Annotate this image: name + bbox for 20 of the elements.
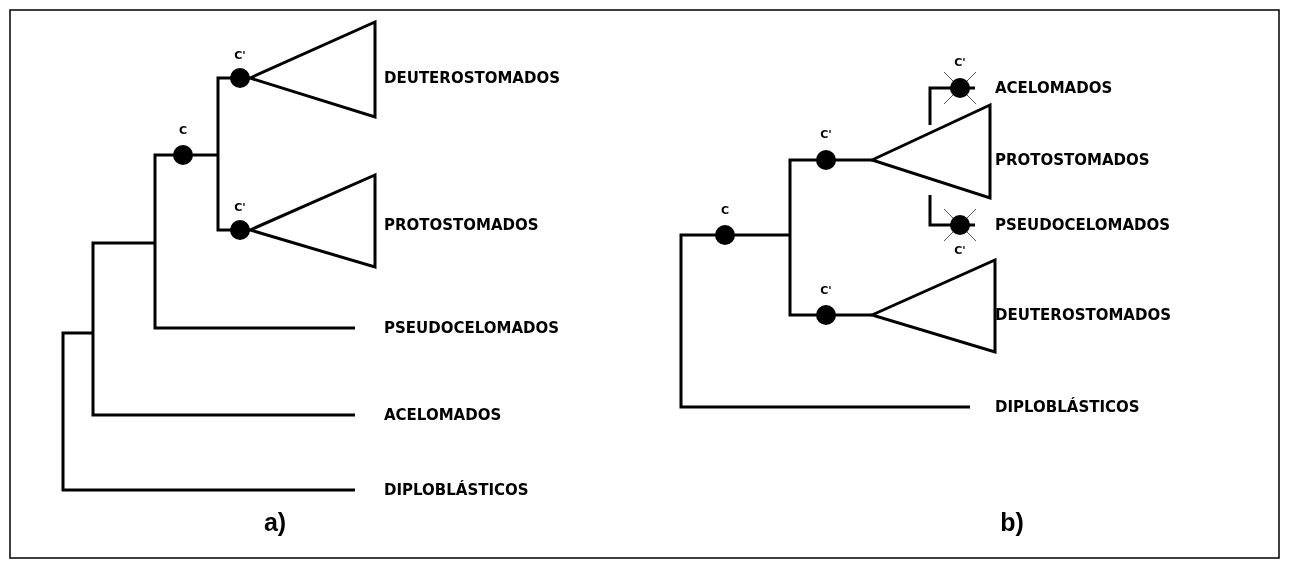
panel-caption: b): [1000, 509, 1024, 535]
character-label: C': [234, 49, 246, 61]
character-label: C': [820, 284, 832, 296]
character-label: C: [178, 124, 188, 136]
taxon-label: PSEUDOCELOMADOS: [384, 320, 559, 336]
character-label: C': [954, 244, 966, 256]
taxon-label: DIPLOBLÁSTICOS: [384, 482, 529, 498]
taxon-label: DEUTEROSTOMADOS: [995, 307, 1171, 323]
character-label: C': [820, 128, 832, 140]
taxon-label: ACELOMADOS: [995, 80, 1113, 96]
character-label: C': [234, 201, 246, 213]
taxon-label: PROTOSTOMADOS: [995, 152, 1150, 168]
character-label: C: [720, 204, 730, 216]
taxon-label: PROTOSTOMADOS: [384, 217, 539, 233]
taxon-label: DIPLOBLÁSTICOS: [995, 399, 1140, 415]
panel-caption: a): [263, 509, 287, 535]
taxon-label: PSEUDOCELOMADOS: [995, 217, 1170, 233]
taxon-label: ACELOMADOS: [384, 407, 502, 423]
character-label: C': [954, 56, 966, 68]
taxon-label: DEUTEROSTOMADOS: [384, 70, 560, 86]
